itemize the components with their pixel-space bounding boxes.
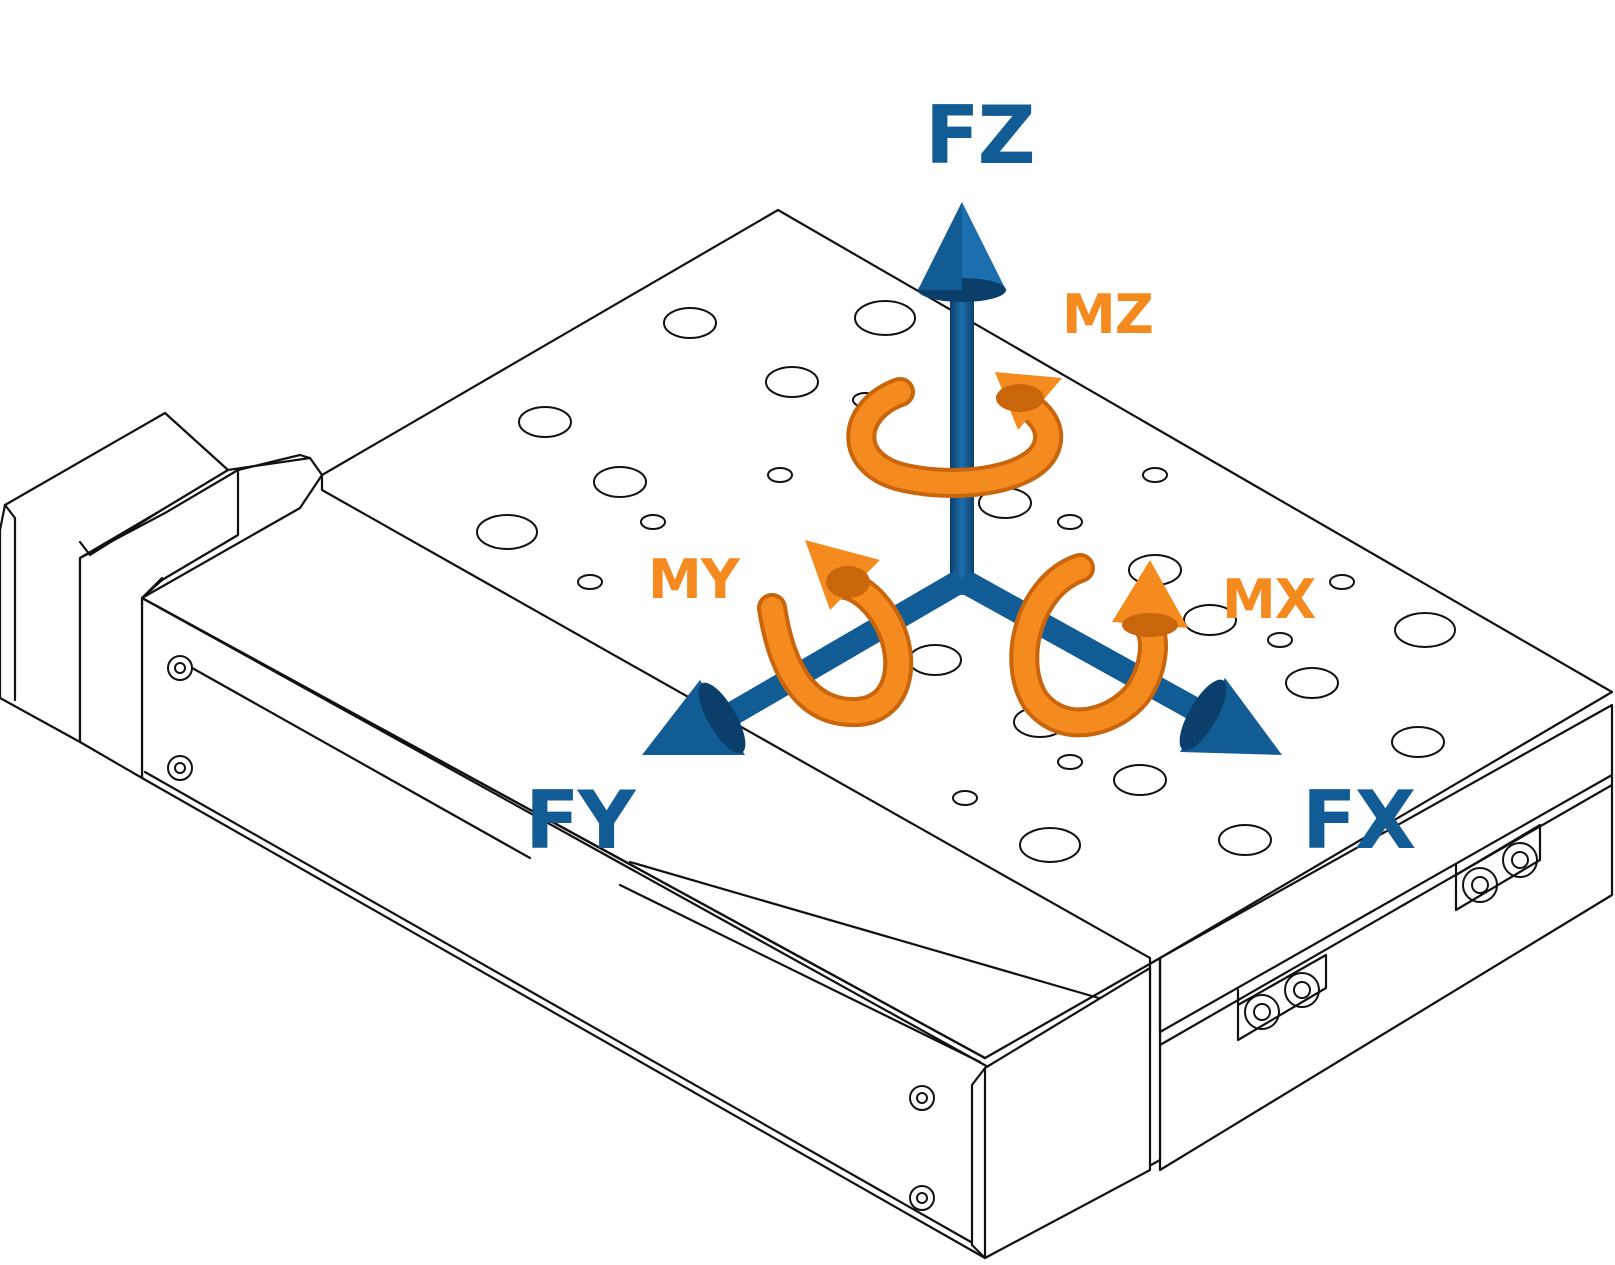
my-rotation-arrow: [757, 540, 914, 727]
mz-label: MZ: [1062, 283, 1153, 346]
fz-label: FZ: [925, 89, 1034, 182]
fx-shaft: [956, 569, 1211, 726]
mounting-holes: [476, 300, 1456, 863]
my-label: MY: [648, 548, 741, 611]
motor-adapter: [78, 468, 240, 780]
side-screws: [1236, 823, 1542, 1042]
mz-rotation-arrow: [846, 372, 1064, 498]
moment-arrows: [757, 372, 1188, 738]
mx-label: MX: [1222, 568, 1316, 631]
force-axes: [642, 202, 1282, 755]
linear-stage-body: [0, 208, 1614, 1260]
fz-shaft: [950, 290, 974, 595]
arrow-up-icon: [918, 202, 1006, 302]
fy-shaft: [718, 569, 969, 729]
front-screws: [167, 655, 935, 1211]
mx-rotation-arrow: [1009, 553, 1188, 738]
arrow-down-right-icon: [1179, 678, 1282, 755]
arrow-down-left-icon: [642, 680, 746, 755]
fy-label: FY: [525, 774, 637, 867]
fx-label: FX: [1302, 774, 1416, 867]
axis-labels: FZ FY FX MZ MY MX: [525, 89, 1418, 867]
